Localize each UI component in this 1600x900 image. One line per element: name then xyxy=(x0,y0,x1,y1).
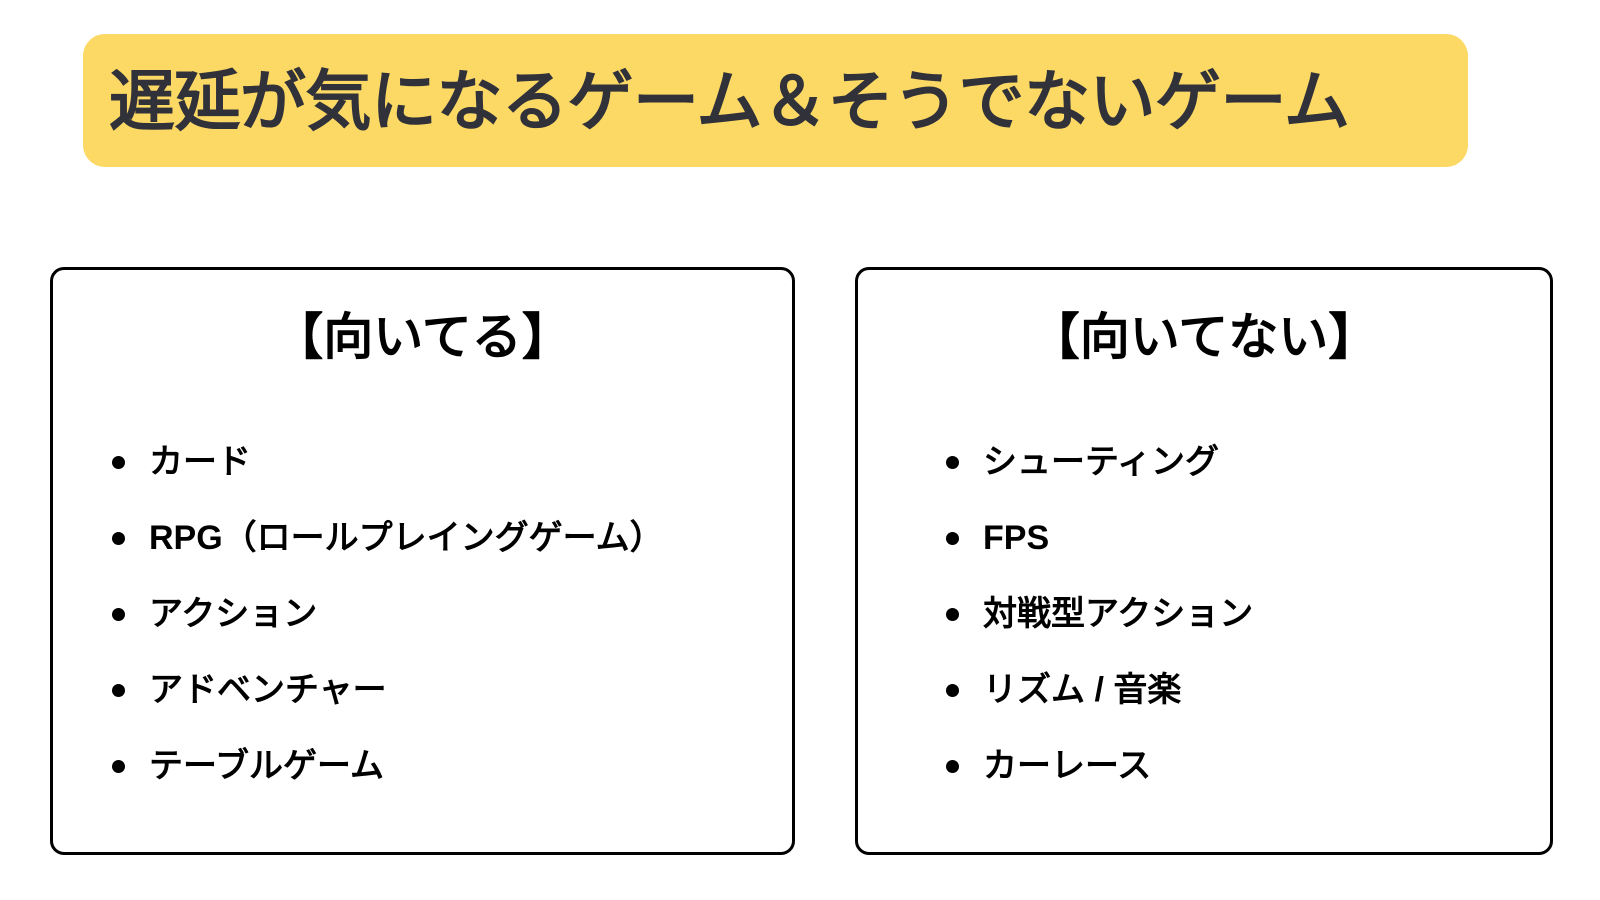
list-item-label: リズム / 音楽 xyxy=(983,671,1182,709)
list-item: テーブルゲーム xyxy=(112,728,792,804)
title-banner: 遅延が気になるゲーム＆そうでないゲーム xyxy=(83,34,1468,167)
bullet-icon xyxy=(946,531,959,545)
list-item-label: アクション xyxy=(149,595,318,633)
bullet-icon xyxy=(946,607,959,621)
list-item-label: テーブルゲーム xyxy=(149,747,384,785)
list-item-label: アドベンチャー xyxy=(149,671,387,709)
card-suitable-list: カード RPG（ロールプレイングゲーム） アクション アドベンチャー テーブルゲ… xyxy=(53,424,792,804)
list-item: リズム / 音楽 xyxy=(946,652,1550,728)
bullet-icon xyxy=(112,531,125,545)
list-item: RPG（ロールプレイングゲーム） xyxy=(112,500,792,576)
list-item-label: シューティング xyxy=(983,443,1219,481)
card-unsuitable-header: 【向いてない】 xyxy=(1029,309,1379,365)
bullet-icon xyxy=(112,607,125,621)
bullet-icon xyxy=(112,455,125,469)
bullet-icon xyxy=(946,455,959,469)
list-item: アドベンチャー xyxy=(112,652,792,728)
list-item-label: カード xyxy=(149,443,251,481)
bullet-icon xyxy=(112,683,125,697)
list-item: 対戦型アクション xyxy=(946,576,1550,652)
list-item: カード xyxy=(112,424,792,500)
bullet-icon xyxy=(946,759,959,773)
list-item: シューティング xyxy=(946,424,1550,500)
card-suitable: 【向いてる】 カード RPG（ロールプレイングゲーム） アクション アドベンチャ… xyxy=(50,267,795,855)
page-title: 遅延が気になるゲーム＆そうでないゲーム xyxy=(109,63,1350,138)
card-unsuitable-list: シューティング FPS 対戦型アクション リズム / 音楽 カーレース xyxy=(858,424,1550,804)
list-item-label: RPG（ロールプレイングゲーム） xyxy=(149,519,664,557)
list-item: FPS xyxy=(946,500,1550,576)
list-item: アクション xyxy=(112,576,792,652)
list-item-label: 対戦型アクション xyxy=(983,595,1254,633)
cards-container: 【向いてる】 カード RPG（ロールプレイングゲーム） アクション アドベンチャ… xyxy=(0,267,1600,857)
card-unsuitable: 【向いてない】 シューティング FPS 対戦型アクション リズム / 音楽 カー… xyxy=(855,267,1553,855)
list-item-label: FPS xyxy=(983,519,1050,557)
bullet-icon xyxy=(112,759,125,773)
card-suitable-header: 【向いてる】 xyxy=(273,309,572,365)
bullet-icon xyxy=(946,683,959,697)
list-item: カーレース xyxy=(946,728,1550,804)
list-item-label: カーレース xyxy=(983,747,1152,785)
